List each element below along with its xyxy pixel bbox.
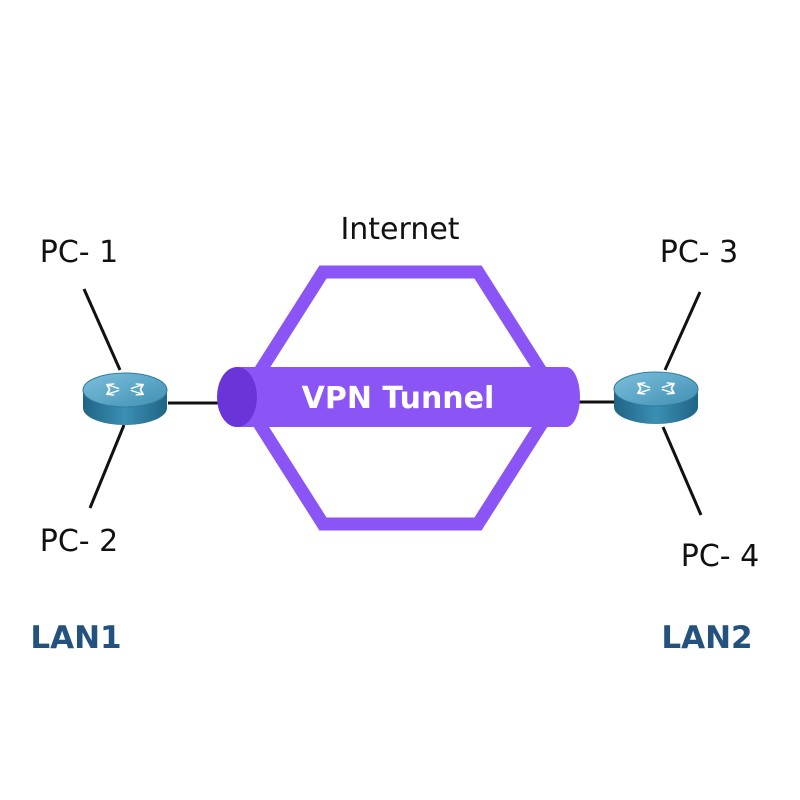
link-pc2-router1 xyxy=(88,424,126,509)
lan1-label: LAN1 xyxy=(30,620,121,656)
link-pc4-router2 xyxy=(661,426,703,516)
tunnel-opening xyxy=(217,367,257,427)
router-icon xyxy=(82,372,168,425)
vpn-tunnel: VPN Tunnel xyxy=(217,367,580,427)
lan2-label: LAN2 xyxy=(661,620,752,656)
pc3-label: PC- 3 xyxy=(660,235,739,270)
router-1 xyxy=(82,372,168,425)
internet-label: Internet xyxy=(340,212,459,247)
pc4-label: PC- 4 xyxy=(681,539,760,574)
pc1-label: PC- 1 xyxy=(40,235,119,270)
link-pc3-router2 xyxy=(663,291,702,371)
pc2-label: PC- 2 xyxy=(40,524,119,559)
router-2 xyxy=(613,371,699,424)
router-icon xyxy=(613,371,699,424)
link-pc1-router1 xyxy=(82,288,122,371)
tunnel-label: VPN Tunnel xyxy=(302,381,495,416)
